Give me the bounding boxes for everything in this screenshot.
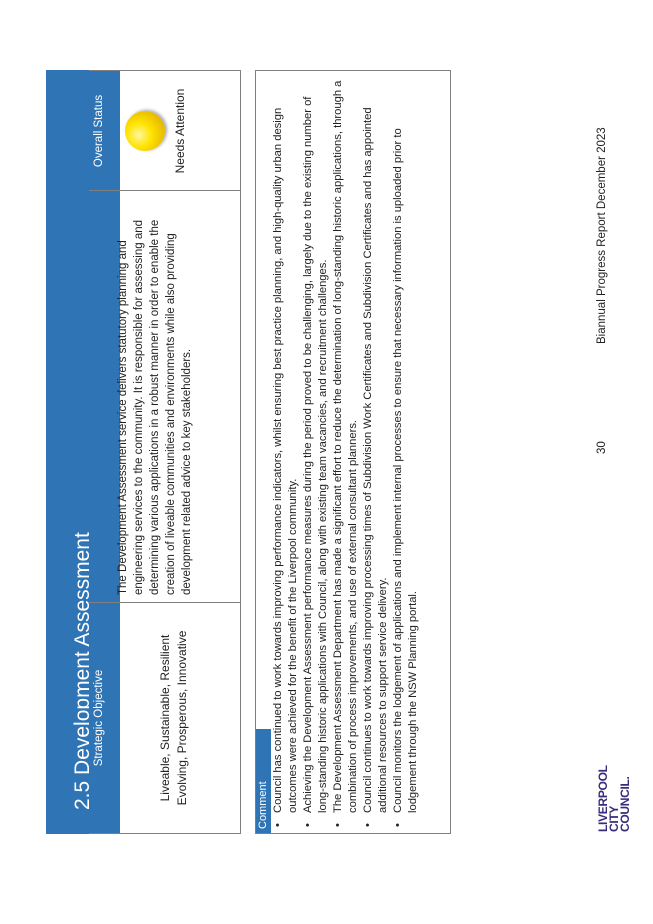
logo-dot-icon: . bbox=[618, 776, 632, 780]
status-label: Needs Attention bbox=[173, 88, 187, 174]
strategic-objective-table: Strategic Objective Overall Status Livea… bbox=[89, 70, 241, 834]
objective-line-2: Evolving, Prosperous, Innovative bbox=[175, 630, 189, 806]
list-item: Council has continued to work towards im… bbox=[271, 77, 301, 829]
comment-box: Comment Council has continued to work to… bbox=[255, 70, 451, 834]
list-item: Council monitors the lodgement of applic… bbox=[391, 77, 421, 829]
comment-list: Council has continued to work towards im… bbox=[271, 77, 421, 829]
header-description bbox=[89, 191, 109, 603]
report-name: Biannual Progress Report December 2023 bbox=[596, 127, 608, 344]
strategic-objective-cell: Liveable, Sustainable, Resilient Evolvin… bbox=[109, 603, 240, 833]
service-description: The Development Assessment service deliv… bbox=[117, 219, 193, 595]
overall-status-cell: Needs Attention bbox=[109, 71, 240, 191]
comment-header: Comment bbox=[256, 729, 271, 833]
status-light-icon bbox=[125, 111, 165, 151]
list-item: Achieving the Development Assessment per… bbox=[301, 77, 331, 829]
liverpool-city-council-logo: LIVERPOOL CITY COUNCIL. bbox=[596, 765, 632, 832]
list-item: The Development Assessment Department ha… bbox=[331, 77, 361, 829]
header-strategic-objective: Strategic Objective bbox=[89, 603, 109, 833]
objective-line-1: Liveable, Sustainable, Resilient bbox=[158, 634, 172, 802]
list-item: Council continues to work towards improv… bbox=[361, 77, 391, 829]
page-number: 30 bbox=[596, 441, 608, 454]
header-overall-status: Overall Status bbox=[89, 71, 109, 191]
